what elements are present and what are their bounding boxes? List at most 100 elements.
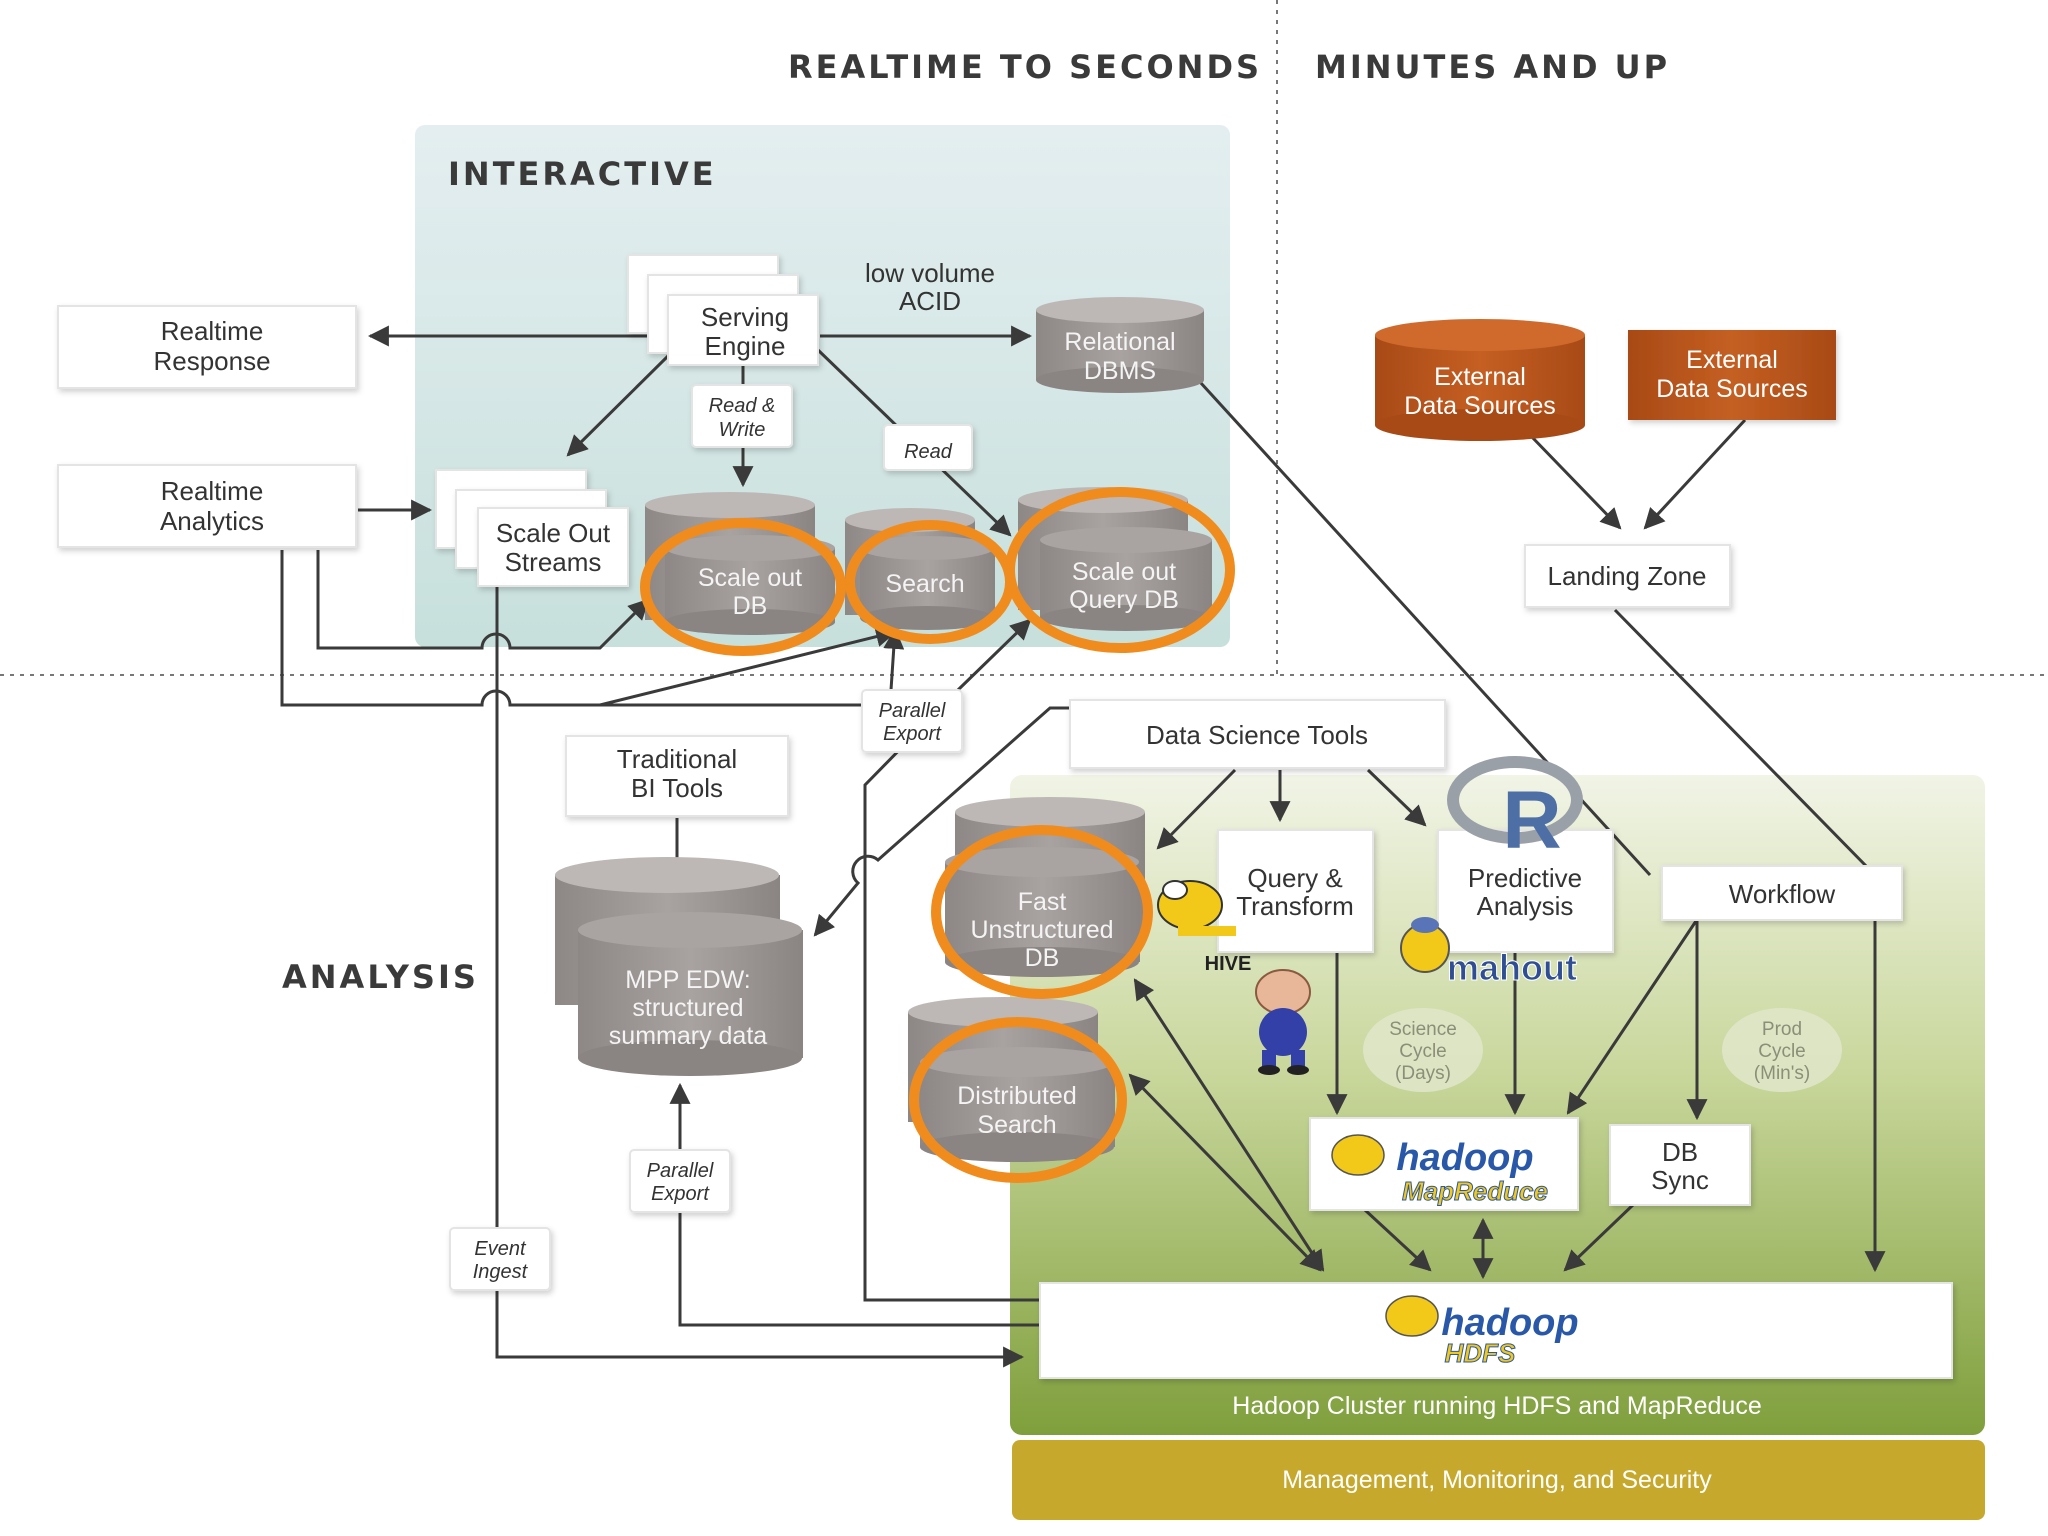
cylinder-fast-unstructured-db[interactable]: Fast Unstructured DB (945, 797, 1145, 977)
read-write-line2: Write (719, 419, 766, 441)
ext-right-line2: Data Sources (1656, 375, 1807, 403)
fast-db-line1: Fast (1018, 888, 1067, 916)
cylinder-distributed-search[interactable]: Distributed Search (908, 997, 1115, 1162)
arrow-dst-to-fastdb (1156, 768, 1237, 850)
line-parallel-export-top (863, 618, 1040, 1302)
box-realtime-analytics[interactable]: Realtime Analytics (57, 464, 357, 548)
parallel-export-top-line2: Export (883, 723, 942, 745)
box-serving-engine[interactable]: Serving Engine (627, 254, 819, 366)
workflow-label: Workflow (1729, 879, 1836, 909)
arrow-dbsync-to-hdfs (1563, 1201, 1637, 1272)
mapreduce-logo-word: hadoop (1396, 1137, 1533, 1179)
hive-logo-icon: HIVE (1157, 880, 1252, 975)
highlight-ring-query-db (1005, 487, 1235, 653)
box-predictive-analysis[interactable]: Predictive Analysis (1437, 829, 1614, 953)
box-workflow[interactable]: Workflow (1661, 865, 1903, 921)
query-transform-line2: Transform (1236, 891, 1354, 921)
management-footer-label: Management, Monitoring, and Security (1282, 1466, 1712, 1494)
hdfs-logo-word: hadoop (1441, 1302, 1578, 1344)
box-landing-zone[interactable]: Landing Zone (1524, 544, 1731, 608)
hadoop-mapreduce-logo[interactable]: hadoop MapReduce (1309, 1117, 1579, 1211)
cylinder-search[interactable]: Search (845, 508, 995, 630)
cylinder-scale-out-query-db[interactable]: Scale out Query DB (1018, 487, 1212, 631)
mahout-logo-text: mahout (1447, 947, 1577, 988)
relational-dbms-line2: DBMS (1084, 357, 1156, 385)
label-read-write: Read & Write (691, 384, 793, 448)
parallel-export-bottom-line2: Export (651, 1183, 710, 1205)
prod-cycle-line3: (Min's) (1754, 1063, 1810, 1084)
serving-engine-line1: Serving (701, 302, 789, 332)
fast-db-line2: Unstructured (970, 916, 1113, 944)
cylinder-relational-dbms[interactable]: Relational DBMS (1036, 297, 1204, 393)
parallel-export-bottom-line1: Parallel (647, 1160, 714, 1182)
header-minutes-and-up: MINUTES AND UP (1315, 48, 1670, 86)
hadoop-hdfs-logo: hadoop HDFS (1385, 1295, 1579, 1369)
arrow-serving-to-streams (566, 354, 670, 457)
highlight-ring-scale-out-db (640, 518, 846, 656)
bi-tools-line2: BI Tools (631, 773, 723, 803)
arrow-ext2-to-landing (1643, 418, 1747, 530)
prod-cycle-line2: Cycle (1758, 1041, 1806, 1062)
realtime-analytics-line2: Analytics (160, 506, 264, 536)
streams-line1: Scale Out (496, 518, 611, 548)
predictive-line1: Predictive (1468, 863, 1582, 893)
label-parallel-export-bottom: Parallel Export (629, 1149, 731, 1213)
mpp-edw-line2: structured (632, 994, 743, 1022)
box-scale-out-streams[interactable]: Scale Out Streams (435, 469, 629, 587)
highlight-rings (640, 487, 1235, 1183)
read-write-line1: Read & (709, 395, 776, 417)
ext-left-line1: External (1434, 363, 1526, 391)
event-ingest-line2: Ingest (473, 1261, 529, 1283)
dist-search-line1: Distributed (957, 1082, 1077, 1110)
read-label: Read (904, 441, 953, 463)
predictive-line2: Analysis (1477, 891, 1574, 921)
box-traditional-bi-tools[interactable]: Traditional BI Tools (565, 735, 789, 817)
science-cycle-line3: (Days) (1395, 1063, 1451, 1084)
cylinder-scale-out-db[interactable]: Scale out DB (645, 492, 835, 635)
highlight-ring-fast-db (931, 825, 1153, 999)
box-query-transform[interactable]: Query & Transform (1217, 829, 1374, 953)
box-external-data-sources-right[interactable]: External Data Sources (1628, 330, 1836, 420)
scale-out-db-line2: DB (733, 592, 768, 620)
ext-right-line1: External (1686, 346, 1778, 374)
line-analytics-to-querydb-2 (599, 626, 898, 707)
label-low-volume-acid: low volume ACID (865, 258, 995, 316)
hadoop-cluster-label: Hadoop Cluster running HDFS and MapReduc… (1232, 1392, 1761, 1420)
mpp-edw-line3: summary data (609, 1022, 767, 1050)
bubble-prod-cycle: Prod Cycle (Min's) (1722, 1008, 1842, 1092)
box-hadoop-hdfs[interactable] (1039, 1282, 1953, 1379)
mpp-edw-line1: MPP EDW: (625, 966, 751, 994)
box-db-sync[interactable]: DB Sync (1609, 1124, 1751, 1206)
low-volume-line1: low volume (865, 258, 995, 288)
arrow-landing-to-workflow (1613, 608, 1872, 872)
serving-engine-line2: Engine (705, 331, 786, 361)
mahout-logo-icon: mahout (1400, 917, 1578, 989)
bubble-science-cycle: Science Cycle (Days) (1363, 1008, 1483, 1092)
landing-zone-label: Landing Zone (1547, 561, 1706, 591)
cylinder-mpp-edw[interactable]: MPP EDW: structured summary data (555, 857, 803, 1076)
header-realtime-to-seconds: REALTIME TO SECONDS (788, 48, 1262, 86)
box-realtime-response[interactable]: Realtime Response (57, 305, 357, 389)
data-science-tools-label: Data Science Tools (1146, 720, 1368, 750)
prod-cycle-line1: Prod (1762, 1019, 1802, 1040)
arrow-mapreduce-to-hdfs (1363, 1208, 1432, 1272)
db-sync-line1: DB (1662, 1137, 1698, 1167)
realtime-response-line2: Response (153, 346, 270, 376)
line-event-ingest (495, 580, 1025, 1368)
scale-out-db-line1: Scale out (698, 564, 802, 592)
box-data-science-tools[interactable]: Data Science Tools (1069, 699, 1446, 769)
realtime-analytics-line1: Realtime (161, 476, 264, 506)
low-volume-line2: ACID (899, 286, 961, 316)
arrow-workflow-to-mapreduce (1566, 914, 1702, 1115)
label-event-ingest: Event Ingest (449, 1227, 551, 1291)
arrow-dst-to-predictive (1366, 768, 1427, 827)
arrow-distsearch-hdfs (1128, 1073, 1322, 1272)
relational-dbms-line1: Relational (1064, 328, 1175, 356)
connectors (280, 325, 1886, 1368)
parallel-export-top-line1: Parallel (879, 700, 946, 722)
hive-logo-text: HIVE (1205, 953, 1252, 975)
cylinder-external-data-sources-left[interactable]: External Data Sources (1375, 319, 1585, 441)
realtime-response-line1: Realtime (161, 316, 264, 346)
db-sync-line2: Sync (1651, 1165, 1709, 1195)
